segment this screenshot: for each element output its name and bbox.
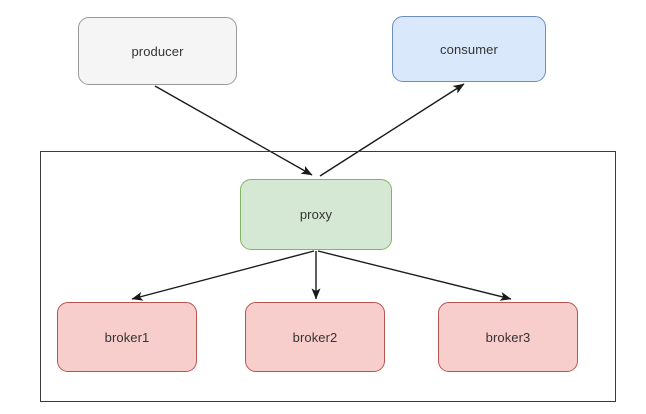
node-broker1[interactable]: broker1 [57, 302, 197, 372]
node-broker2-label: broker2 [292, 329, 338, 345]
node-broker3[interactable]: broker3 [438, 302, 578, 372]
cluster-boundary-box [40, 151, 616, 402]
node-producer-label: producer [131, 43, 184, 59]
node-proxy[interactable]: proxy [240, 179, 392, 250]
node-broker2[interactable]: broker2 [245, 302, 385, 372]
node-broker3-label: broker3 [485, 329, 531, 345]
node-proxy-label: proxy [299, 207, 333, 222]
node-broker1-label: broker1 [104, 329, 150, 345]
node-consumer-label: consumer [440, 41, 498, 57]
node-consumer[interactable]: consumer [392, 16, 546, 82]
node-producer[interactable]: producer [78, 17, 237, 85]
